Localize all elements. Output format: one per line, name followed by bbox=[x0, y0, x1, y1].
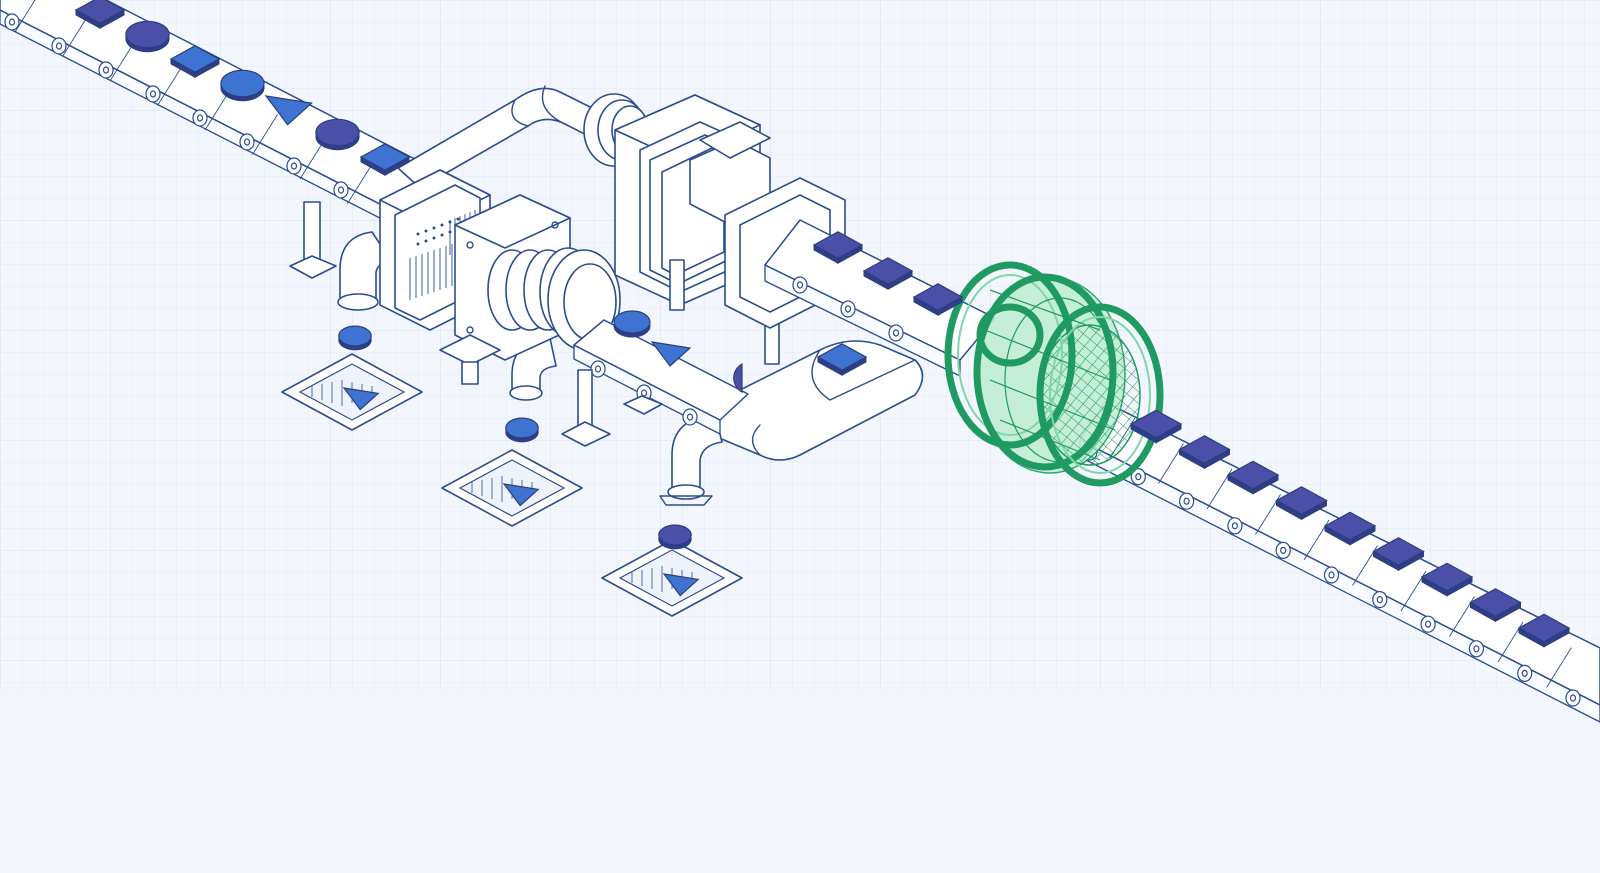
square-item-middle-2 bbox=[912, 283, 964, 311]
reject-bin-2 bbox=[601, 524, 743, 617]
square-item-lower-3 bbox=[816, 343, 868, 371]
middle-belt-rollers bbox=[792, 276, 904, 342]
triangle-item-bin-2 bbox=[662, 573, 700, 597]
roller-hub-8 bbox=[1473, 645, 1480, 653]
square-item-output-2 bbox=[1226, 460, 1280, 490]
belt-items bbox=[74, 0, 1571, 648]
square-item-output-5 bbox=[1372, 537, 1425, 566]
press-machine bbox=[614, 94, 846, 365]
circle-item-falling-0 bbox=[338, 325, 372, 347]
output-items bbox=[1129, 409, 1571, 648]
roller-hub-1 bbox=[640, 389, 648, 397]
triangle-item-bin-0 bbox=[342, 387, 380, 411]
roller-hub-0 bbox=[8, 18, 16, 26]
housing-dot-1-3 bbox=[440, 233, 444, 237]
belt-divider-5 bbox=[252, 114, 278, 155]
half-circle-item-lower-2 bbox=[733, 362, 743, 394]
circle-item-input-3 bbox=[220, 69, 265, 98]
roller-hub-3 bbox=[149, 90, 157, 98]
belt-divider-1 bbox=[62, 16, 88, 57]
reject-bin-0 bbox=[281, 325, 423, 431]
input-items bbox=[74, 0, 411, 177]
circle-item-input-1 bbox=[125, 20, 170, 49]
belt-divider-4 bbox=[204, 89, 231, 131]
roller-hub-1 bbox=[844, 305, 852, 313]
lower-items bbox=[613, 310, 868, 394]
belt-divider-3 bbox=[157, 65, 183, 106]
triangle-item-bin-1 bbox=[502, 483, 540, 507]
roller-hub-3 bbox=[1231, 522, 1239, 530]
roller-hub-0 bbox=[594, 365, 602, 373]
circle-item-lower-0 bbox=[613, 310, 651, 334]
square-item-input-2 bbox=[169, 45, 221, 73]
square-item-output-0 bbox=[1129, 409, 1183, 439]
square-item-output-6 bbox=[1420, 562, 1474, 592]
reject-bins bbox=[281, 325, 743, 617]
square-item-input-6 bbox=[359, 143, 411, 171]
roller-hub-6 bbox=[290, 162, 298, 170]
circle-item-falling-2 bbox=[658, 524, 692, 546]
housing-dot-1-2 bbox=[432, 236, 436, 240]
reject-bin-1 bbox=[441, 417, 583, 527]
housing-dot-0-5 bbox=[456, 217, 460, 221]
roller-hub-1 bbox=[1135, 473, 1142, 481]
output-belt bbox=[1079, 401, 1600, 723]
triangle-item-input-4 bbox=[264, 95, 313, 126]
roller-hub-6 bbox=[1376, 595, 1383, 604]
belt-divider-0 bbox=[14, 0, 36, 33]
filter-ring-icon bbox=[944, 261, 1164, 487]
belt-divider-2 bbox=[109, 40, 136, 82]
square-item-input-0 bbox=[74, 0, 126, 24]
roller-hub-5 bbox=[243, 138, 251, 146]
triangle-item-lower-1 bbox=[650, 341, 692, 367]
middle-items bbox=[812, 231, 964, 317]
roller-hub-2 bbox=[1183, 497, 1190, 505]
square-item-middle-0 bbox=[812, 231, 864, 259]
lower-belt bbox=[561, 319, 749, 447]
square-item-output-4 bbox=[1323, 511, 1377, 541]
roller-hub-9 bbox=[1521, 669, 1528, 678]
housing-dot-0-0 bbox=[416, 232, 420, 236]
square-item-output-1 bbox=[1178, 435, 1231, 464]
housing-dot-0-1 bbox=[424, 229, 428, 233]
roller-hub-7 bbox=[337, 186, 345, 194]
belt-divider-9 bbox=[1546, 647, 1572, 688]
roller-hub-7 bbox=[1424, 620, 1432, 628]
roller-hub-0 bbox=[796, 281, 804, 289]
housing-dot-1-0 bbox=[416, 242, 420, 246]
roller-hub-10 bbox=[1569, 694, 1577, 702]
center-flange bbox=[439, 194, 621, 385]
roller-hub-5 bbox=[1328, 571, 1335, 579]
circle-item-falling-1 bbox=[505, 417, 539, 439]
housing-dot-1-1 bbox=[424, 239, 428, 243]
square-item-output-3 bbox=[1275, 486, 1328, 515]
housing-dot-0-4 bbox=[448, 220, 452, 224]
lower-belt-leg bbox=[561, 369, 663, 447]
square-item-middle-1 bbox=[862, 257, 914, 285]
circle-item-input-5 bbox=[315, 118, 360, 147]
roller-hub-2 bbox=[892, 329, 900, 337]
roller-hub-4 bbox=[196, 114, 204, 122]
roller-hub-2 bbox=[686, 413, 694, 421]
belt-divider-7 bbox=[347, 163, 373, 204]
housing-dot-1-4 bbox=[448, 230, 452, 234]
input-belt-rollers bbox=[4, 13, 349, 199]
input-belt-leg bbox=[289, 201, 337, 279]
square-item-output-7 bbox=[1469, 588, 1522, 617]
housing-dot-0-2 bbox=[432, 226, 436, 230]
square-item-output-8 bbox=[1517, 613, 1571, 643]
belt-divider-6 bbox=[299, 138, 326, 180]
roller-hub-2 bbox=[102, 66, 110, 74]
roller-hub-4 bbox=[1280, 546, 1287, 555]
roller-hub-1 bbox=[55, 42, 63, 50]
housing-dot-0-3 bbox=[440, 223, 444, 227]
